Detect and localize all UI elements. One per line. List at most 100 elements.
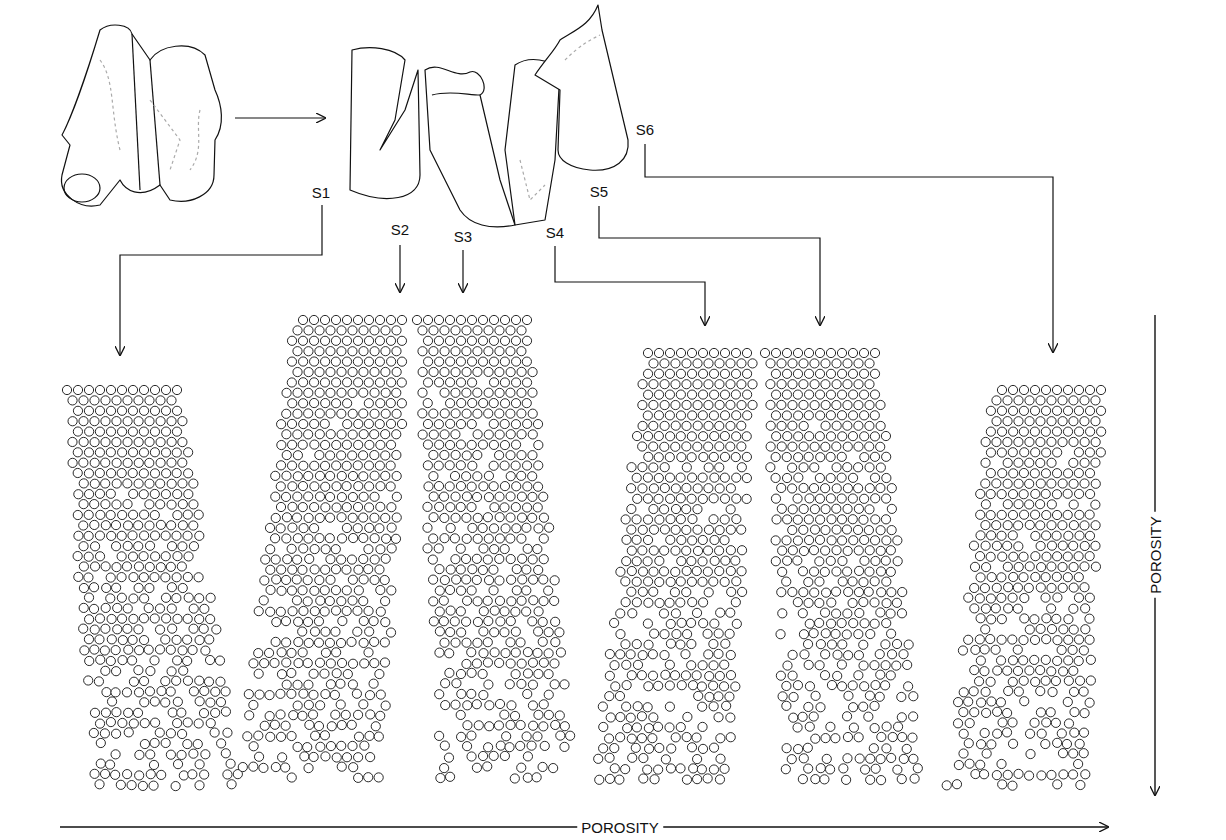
pore-circle <box>271 762 280 771</box>
pore-circle <box>266 607 275 616</box>
pore-circle <box>860 535 869 544</box>
pore-circle <box>332 378 341 387</box>
pore-circle <box>610 661 619 670</box>
pore-circle <box>500 419 509 428</box>
pore-circle <box>122 562 131 571</box>
pore-circle <box>128 510 137 519</box>
pore-circle <box>117 427 126 436</box>
pore-circle <box>485 701 494 710</box>
pore-circle <box>288 440 297 449</box>
pore-circle <box>84 593 93 602</box>
pore-circle <box>135 750 144 759</box>
pore-circle <box>622 660 631 669</box>
pore-circle <box>364 606 373 615</box>
pore-circle <box>282 471 291 480</box>
pore-circle <box>440 367 449 376</box>
pore-circle <box>133 708 142 717</box>
pore-circle <box>124 645 133 654</box>
pore-circle <box>200 604 209 613</box>
pore-circle <box>507 597 516 606</box>
pore-circle <box>316 701 325 710</box>
pore-circle <box>183 739 192 748</box>
pore-circle <box>484 367 493 376</box>
pore-circle <box>506 638 515 647</box>
pore-circle <box>445 482 454 491</box>
pore-circle <box>732 494 741 503</box>
pore-circle <box>671 380 680 389</box>
pore-circle <box>364 461 373 470</box>
pore-circle <box>90 458 99 467</box>
pore-circle <box>726 650 735 659</box>
pore-circle <box>113 625 122 634</box>
pore-circle <box>95 614 104 623</box>
pore-circle <box>392 513 401 522</box>
pore-circle <box>294 658 303 667</box>
pore-circle <box>516 720 525 729</box>
pore-circle <box>782 390 791 399</box>
pore-circle <box>766 442 775 451</box>
pore-circle <box>95 719 104 728</box>
pore-circle <box>474 721 483 730</box>
pore-circle <box>79 562 88 571</box>
pore-circle <box>677 535 686 544</box>
pore-circle <box>517 513 526 522</box>
pore-circle <box>376 607 385 616</box>
pore-circle <box>298 648 307 657</box>
pore-circle <box>833 671 842 680</box>
pore-circle <box>748 400 757 409</box>
pore-circle <box>450 617 459 626</box>
pore-circle <box>517 367 526 376</box>
pore-circle <box>843 421 852 430</box>
pore-circle <box>676 348 685 357</box>
pore-circle <box>166 562 175 571</box>
pore-circle <box>660 650 669 659</box>
pore-circle <box>737 567 746 576</box>
pore-circle <box>720 494 729 503</box>
pore-circle <box>815 348 824 357</box>
pore-circle <box>348 430 357 439</box>
pore-circle <box>714 629 723 638</box>
pore-circle <box>381 513 390 522</box>
pore-circle <box>644 682 653 691</box>
pore-circle <box>68 458 77 467</box>
pore-circle <box>809 484 818 493</box>
pore-circle <box>627 525 636 534</box>
pore-circle <box>643 494 652 503</box>
pore-circle <box>793 494 802 503</box>
pore-circle <box>654 411 663 420</box>
pore-circle <box>309 524 318 533</box>
pore-circle <box>687 369 696 378</box>
pore-circle <box>332 648 341 657</box>
pore-circle <box>771 494 780 503</box>
pore-circle <box>704 380 713 389</box>
pore-circle <box>381 409 390 418</box>
pore-circle <box>660 380 669 389</box>
pore-circle <box>451 388 460 397</box>
pore-circle <box>128 552 137 561</box>
pore-circle <box>821 359 830 368</box>
pore-circle <box>864 526 873 535</box>
pore-circle <box>687 432 696 441</box>
pore-circle <box>293 534 302 543</box>
pore-circle <box>778 692 787 701</box>
pore-circle <box>123 624 132 633</box>
pore-circle <box>485 722 494 731</box>
pore-circle <box>292 513 301 522</box>
pore-circle <box>660 400 669 409</box>
pore-circle <box>737 421 746 430</box>
pore-circle <box>859 597 868 606</box>
pore-circle <box>183 676 192 685</box>
pore-circle <box>676 473 685 482</box>
pore-circle <box>315 409 324 418</box>
pore-circle <box>837 536 846 545</box>
pore-circle <box>649 567 658 576</box>
pore-circle <box>281 763 290 772</box>
pore-circle <box>376 502 385 511</box>
pore-circle <box>517 430 526 439</box>
pore-circle <box>325 534 334 543</box>
pore-circle <box>517 492 526 501</box>
pore-circle <box>510 711 519 720</box>
pore-circle <box>826 411 835 420</box>
pore-circle <box>788 546 797 555</box>
pore-circle <box>90 708 99 717</box>
